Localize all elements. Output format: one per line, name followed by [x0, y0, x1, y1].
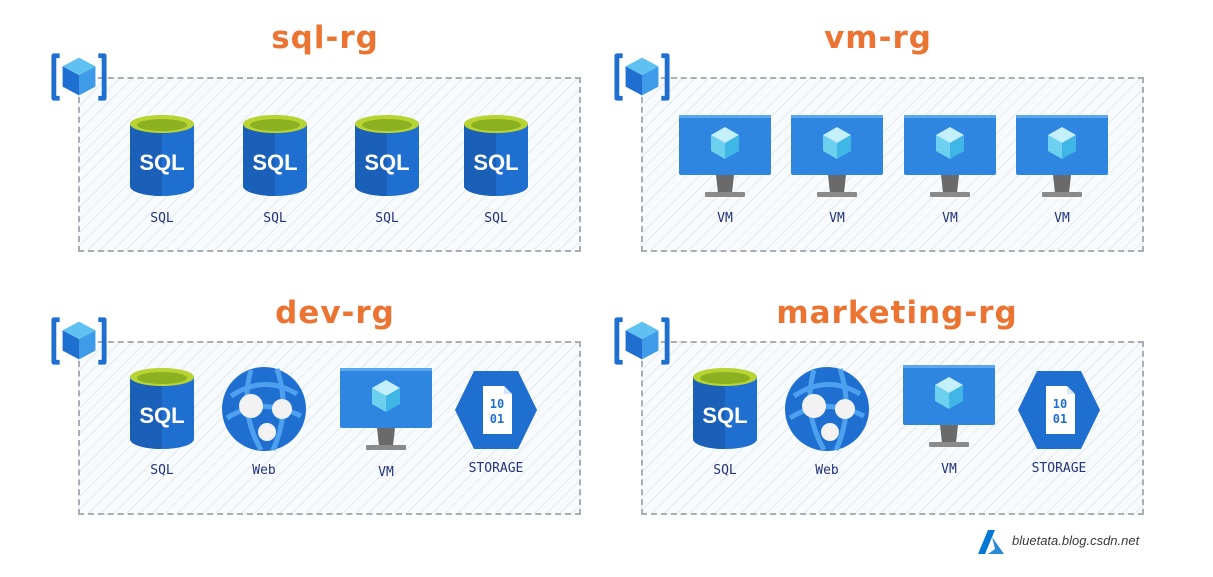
resource-vm: VM	[331, 367, 441, 480]
resource-sql: SQL SQL	[332, 114, 442, 226]
resource-web: Web	[772, 366, 882, 478]
resource-sql: SQL SQL	[107, 367, 217, 478]
resource-vm: VM	[670, 114, 780, 226]
resource-sql: SQL SQL	[441, 114, 551, 226]
resource-label: SQL	[484, 211, 508, 226]
group-title-sql-rg: sql-rg	[271, 20, 379, 56]
resource-label: STORAGE	[468, 461, 524, 476]
sql-database-icon: SQL	[464, 115, 528, 196]
storage-icon: 10 01	[455, 371, 537, 449]
resource-web: Web	[209, 366, 319, 478]
storage-icon-text: 01	[490, 412, 504, 426]
virtual-machine-icon	[679, 115, 771, 197]
resource-label: VM	[942, 211, 958, 226]
resource-group-icon	[614, 53, 670, 101]
resource-label: SQL	[150, 211, 174, 226]
resource-vm: VM	[894, 364, 1004, 477]
resource-label: SQL	[713, 463, 737, 478]
resource-label: SQL	[375, 211, 399, 226]
resource-label: Web	[252, 463, 276, 478]
web-app-icon	[222, 367, 306, 452]
virtual-machine-icon	[1016, 115, 1108, 197]
sql-icon-text: SQL	[364, 150, 409, 175]
group-title-marketing-rg: marketing-rg	[776, 295, 1018, 331]
resource-label: VM	[1054, 211, 1070, 226]
resource-vm: VM	[782, 114, 892, 226]
resource-storage: 10 01 STORAGE	[441, 370, 551, 476]
group-title-dev-rg: dev-rg	[275, 295, 395, 331]
virtual-machine-icon	[904, 115, 996, 197]
sql-database-icon: SQL	[130, 368, 194, 449]
sql-database-icon: SQL	[130, 115, 194, 196]
web-app-icon	[785, 367, 869, 452]
sql-icon-text: SQL	[139, 150, 184, 175]
virtual-machine-icon	[903, 365, 995, 447]
virtual-machine-icon	[791, 115, 883, 197]
sql-database-icon: SQL	[243, 115, 307, 196]
resource-group-icon	[614, 317, 670, 365]
resource-sql: SQL SQL	[670, 367, 780, 478]
resource-sql: SQL SQL	[107, 114, 217, 226]
resource-label: VM	[717, 211, 733, 226]
resource-label: SQL	[263, 211, 287, 226]
sql-icon-text: SQL	[473, 150, 518, 175]
resource-label: VM	[378, 465, 394, 480]
resource-label: SQL	[150, 463, 174, 478]
storage-icon-text: 01	[1053, 412, 1067, 426]
resource-storage: 10 01 STORAGE	[1004, 370, 1114, 476]
resource-label: VM	[829, 211, 845, 226]
resource-vm: VM	[895, 114, 1005, 226]
sql-icon-text: SQL	[252, 150, 297, 175]
azure-logo-icon	[978, 530, 1004, 554]
virtual-machine-icon	[340, 368, 432, 450]
storage-icon-text: 10	[490, 397, 504, 411]
sql-icon-text: SQL	[139, 403, 184, 428]
resource-label: VM	[941, 462, 957, 477]
resource-label: STORAGE	[1031, 461, 1087, 476]
storage-icon-text: 10	[1053, 397, 1067, 411]
storage-icon: 10 01	[1018, 371, 1100, 449]
resource-vm: VM	[1007, 114, 1117, 226]
resource-group-icon	[51, 53, 107, 101]
resource-group-icon	[51, 317, 107, 365]
resource-sql: SQL SQL	[220, 114, 330, 226]
sql-database-icon: SQL	[355, 115, 419, 196]
footer-watermark: bluetata.blog.csdn.net	[1012, 533, 1140, 548]
sql-database-icon: SQL	[693, 368, 757, 449]
sql-icon-text: SQL	[702, 403, 747, 428]
group-title-vm-rg: vm-rg	[824, 20, 932, 56]
resource-label: Web	[815, 463, 839, 478]
